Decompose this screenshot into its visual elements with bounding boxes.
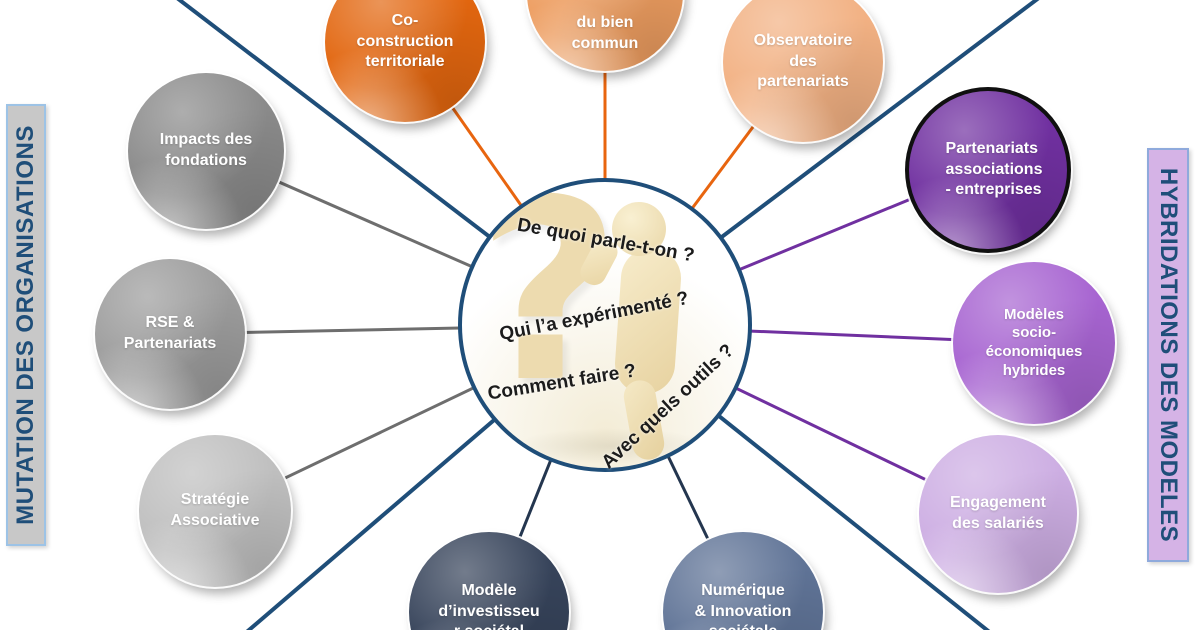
topic-bubble-partenariats-associations-entreprises: Partenariats associations - entreprises [909,91,1067,249]
topic-bubble-du-bien-commun: du bien commun [527,0,683,71]
topic-bubble-label: Co- construction territoriale [356,11,454,71]
topic-bubble-label: Modèle d’investisseu r sociétal [438,581,540,630]
topic-bubble-label: Numérique & Innovation sociétale [694,581,792,630]
topic-bubble-label: Stratégie Associative [170,491,260,529]
topic-bubble-modeles-socio-economiques-hybrides: Modèles socio- économiques hybrides [953,262,1115,424]
topic-bubble-observatoire-des-partenariats: Observatoire des partenariats [723,0,883,142]
topic-bubble-label: Impacts des fondations [159,131,253,169]
figure-ground-shadow [512,428,712,464]
banner-mutation-des-organisations: MUTATION DES ORGANISATIONS [6,104,46,546]
topic-bubble-label: Modèles socio- économiques hybrides [985,305,1083,379]
topic-bubble-rse-partenariats: RSE & Partenariats [95,259,245,409]
topic-bubble-label: Partenariats associations - entreprises [945,139,1043,199]
central-questions-circle: ? [458,178,752,472]
question-mark-illustration: ? [476,178,622,437]
banner-hybridations-des-modeles: HYBRIDATIONS DES MODELES [1147,148,1189,562]
topic-bubble-engagement-des-salaries: Engagement des salariés [919,435,1077,593]
topic-bubble-label: du bien commun [571,14,639,53]
topic-bubble-label: Engagement des salariés [949,494,1046,532]
banner-right-label: HYBRIDATIONS DES MODELES [1155,167,1182,543]
topic-bubble-label: Observatoire des partenariats [753,31,853,91]
thinking-figure-head [612,202,666,256]
banner-left-label: MUTATION DES ORGANISATIONS [12,125,40,525]
topic-bubble-label: RSE & Partenariats [123,314,217,352]
topic-bubble-strategie-associative: Stratégie Associative [139,435,291,587]
topic-bubble-impacts-des-fondations: Impacts des fondations [128,73,284,229]
